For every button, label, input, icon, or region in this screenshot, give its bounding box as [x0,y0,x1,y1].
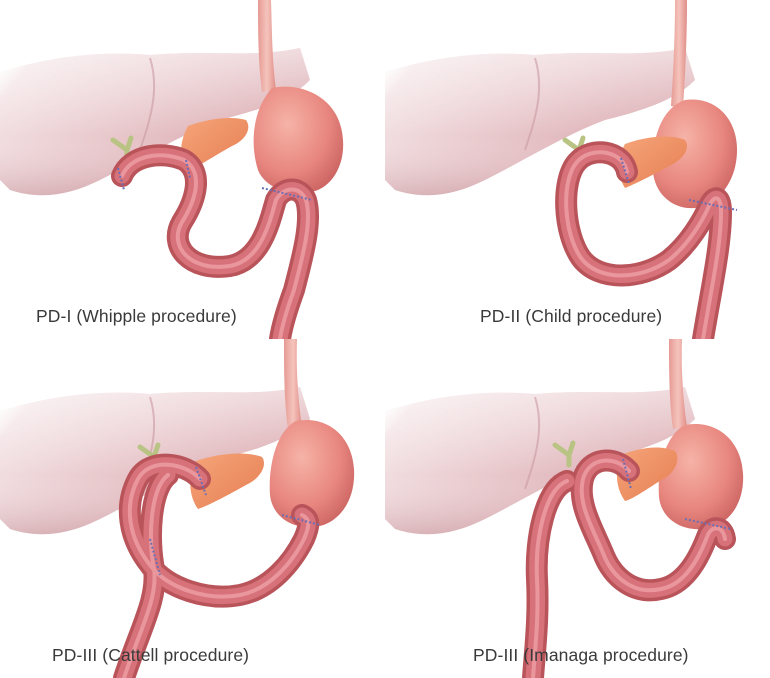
esophagus [258,0,276,92]
panel-pd-iii-imanaga: PD-III (Imanaga procedure) [385,339,770,678]
panel-caption: PD-I (Whipple procedure) [36,306,237,327]
panel-pd-i: PD-I (Whipple procedure) [0,0,385,339]
panel-caption: PD-III (Imanaga procedure) [473,645,689,666]
stomach [254,87,344,193]
stomach [659,424,743,529]
panel-caption: PD-II (Child procedure) [480,306,662,327]
panel-pd-ii: PD-II (Child procedure) [385,0,770,339]
panel-pd-iii-cattell: PD-III (Cattell procedure) [0,339,385,678]
panel-caption: PD-III (Cattell procedure) [52,645,249,666]
esophagus [284,339,302,429]
esophagus [669,339,687,429]
